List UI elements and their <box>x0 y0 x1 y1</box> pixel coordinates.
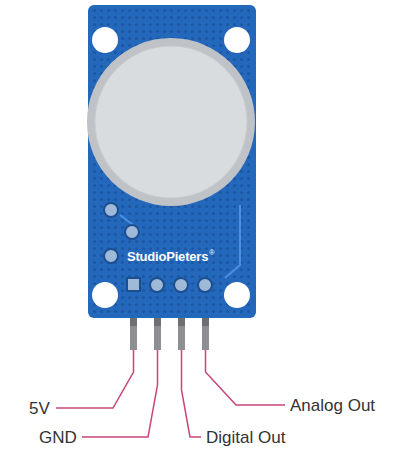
header-pin <box>154 318 161 350</box>
solder-pad <box>104 203 118 217</box>
pin-pad <box>127 278 140 291</box>
pin-label: Digital Out <box>206 429 285 446</box>
leader-line <box>182 350 202 437</box>
leader-line <box>82 350 158 437</box>
header-pin <box>130 318 137 350</box>
brand-logo: StudioPieters <box>127 250 208 263</box>
board-pattern <box>91 8 253 315</box>
pin-collar <box>154 318 161 326</box>
circuit-board <box>88 5 256 318</box>
mounting-hole <box>224 27 250 53</box>
pin-label: Analog Out <box>290 397 375 414</box>
registered-mark: ® <box>209 249 214 256</box>
pin-collar <box>178 318 185 326</box>
pin-pad <box>150 278 164 292</box>
mounting-hole <box>92 27 118 53</box>
pin-pad <box>174 278 188 292</box>
sensor-mesh-edge <box>95 46 247 198</box>
solder-pad <box>104 249 118 263</box>
leader-line <box>56 350 134 408</box>
mounting-hole <box>224 282 250 308</box>
gas-sensor <box>87 38 255 206</box>
board-trace <box>225 205 240 278</box>
header-pin <box>178 318 185 350</box>
header-pin <box>202 318 209 350</box>
pin-collar <box>130 318 137 326</box>
pin-label: 5V <box>29 400 50 417</box>
mounting-hole <box>92 282 118 308</box>
pin-pad <box>198 278 212 292</box>
sensor-mesh <box>95 46 247 198</box>
pin-collar <box>202 318 209 326</box>
pin-label: GND <box>39 429 77 446</box>
solder-pad <box>125 225 139 239</box>
leader-line <box>206 350 286 405</box>
